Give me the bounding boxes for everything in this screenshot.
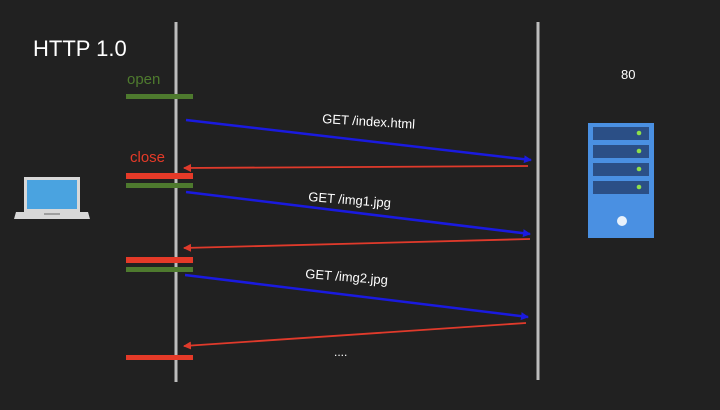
port-label: 80 xyxy=(621,67,635,82)
page-title: HTTP 1.0 xyxy=(33,36,127,61)
open-marker xyxy=(126,267,193,272)
server-icon xyxy=(588,123,654,238)
request-label: GET /index.html xyxy=(322,111,416,132)
request-arrow xyxy=(185,190,531,238)
close-label: close xyxy=(130,149,165,166)
open-marker xyxy=(126,183,193,188)
request-arrow xyxy=(185,118,532,164)
open-marker xyxy=(126,94,193,99)
close-marker xyxy=(126,257,193,263)
open-label: open xyxy=(127,71,160,88)
close-marker xyxy=(126,355,193,360)
request-label: GET /img1.jpg xyxy=(308,189,392,210)
close-marker xyxy=(126,173,193,179)
continuation-ellipsis: .... xyxy=(334,345,347,359)
response-arrow xyxy=(183,238,531,252)
response-arrow xyxy=(183,163,529,172)
response-arrow xyxy=(183,322,527,350)
laptop-icon xyxy=(14,177,90,219)
request-arrow xyxy=(184,273,529,321)
request-label: GET /img2.jpg xyxy=(305,266,389,287)
